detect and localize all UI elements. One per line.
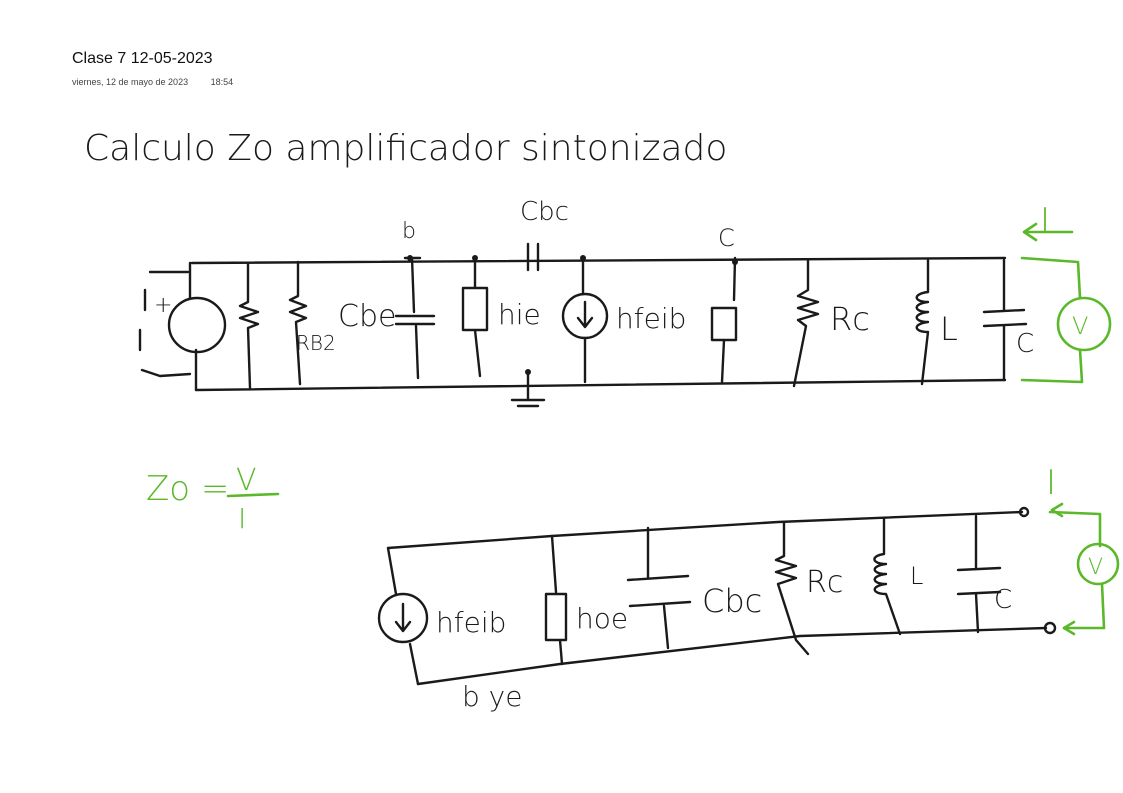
fraction-bar (226, 492, 280, 498)
note-time: 18:54 (210, 77, 234, 87)
arrow-left-icon-b (1050, 502, 1064, 518)
terminal-top (1018, 506, 1030, 518)
test-voltmeter (1056, 296, 1112, 352)
l-label-b: L (910, 562, 923, 590)
test-current-label-b: I (1046, 463, 1056, 503)
node-b-label: b (402, 219, 416, 244)
capacitor-cbe (394, 256, 436, 380)
resistor-rb1 (238, 261, 260, 390)
current-source (561, 292, 609, 340)
arrow-left-icon (1022, 222, 1074, 242)
hoe-label-b: hoe (576, 602, 628, 635)
rb2-label: RB2 (296, 331, 336, 355)
capacitor-cbc (526, 242, 540, 272)
voltage-source (167, 296, 227, 354)
l-label: L (940, 310, 958, 348)
c-label-b: C (994, 585, 1012, 615)
bottom-label: b ye (462, 680, 522, 713)
circuit-top: + RB2 Cbe b hie Cbc hfeib C Rc (138, 197, 1034, 408)
test-voltmeter-b (1076, 542, 1120, 586)
resistor-rb2 (288, 260, 308, 386)
capacitor-c-b (956, 514, 1002, 634)
cbc-label: Cbc (520, 197, 569, 227)
page-title: Clase 7 12-05-2023 (72, 50, 213, 67)
resistor-rc-b (774, 520, 810, 656)
c-label: C (1016, 329, 1034, 359)
top-rail (190, 256, 1007, 265)
ground-symbol (510, 370, 546, 408)
bottom-rail-bottom (416, 626, 1048, 686)
hie-label: hie (498, 298, 541, 331)
rc-label-b: Rc (806, 565, 843, 600)
formula-numerator: V (236, 463, 257, 498)
hfeib-label-b: hfeib (436, 606, 506, 639)
impedance-hoe (710, 256, 738, 384)
arrow-down-icon (576, 300, 594, 329)
capacitor-cbc-b (626, 526, 692, 650)
current-source-leads (581, 256, 587, 384)
formula-lhs: Zo = (146, 469, 229, 509)
source-plus: + (154, 293, 172, 318)
heading: Calculo Zo amplificador sintonizado (84, 128, 727, 169)
current-source-b (377, 592, 429, 644)
impedance-hoe-b (544, 534, 568, 666)
capacitor-c (982, 258, 1028, 382)
node-c-label: C (718, 224, 735, 252)
test-source-bottom: V I (1046, 463, 1120, 636)
formula: Zo = V I (146, 463, 280, 535)
note-meta: viernes, 12 de mayo de 2023 18:54 (72, 77, 233, 87)
impedance-hie (461, 256, 489, 378)
hfeib-label: hfeib (616, 302, 686, 335)
source-leads (188, 261, 198, 392)
bottom-rail (194, 378, 1007, 392)
cbe-label: Cbe (338, 299, 396, 334)
circuit-bottom: hfeib hoe Cbc Rc L C b ye (377, 506, 1057, 713)
inductor-l-b (873, 516, 902, 636)
test-current-label: I (1040, 201, 1050, 241)
cbc-label-b: Cbc (702, 582, 762, 620)
formula-denominator: I (238, 502, 246, 535)
resistor-rc (792, 258, 820, 388)
inductor-l (915, 258, 930, 386)
arrow-down-icon-b (394, 602, 412, 633)
test-voltage-label: V (1072, 312, 1088, 340)
note-date: viernes, 12 de mayo de 2023 (72, 77, 189, 87)
test-source-top: V I (1020, 201, 1112, 384)
terminal-bottom (1043, 621, 1057, 635)
test-voltage-label-b: V (1088, 555, 1103, 580)
test-leads-b (1048, 510, 1106, 630)
current-source-leads-b (386, 546, 420, 686)
test-leads (1020, 256, 1084, 384)
rc-label: Rc (830, 300, 870, 338)
top-rail-bottom (386, 510, 1024, 550)
